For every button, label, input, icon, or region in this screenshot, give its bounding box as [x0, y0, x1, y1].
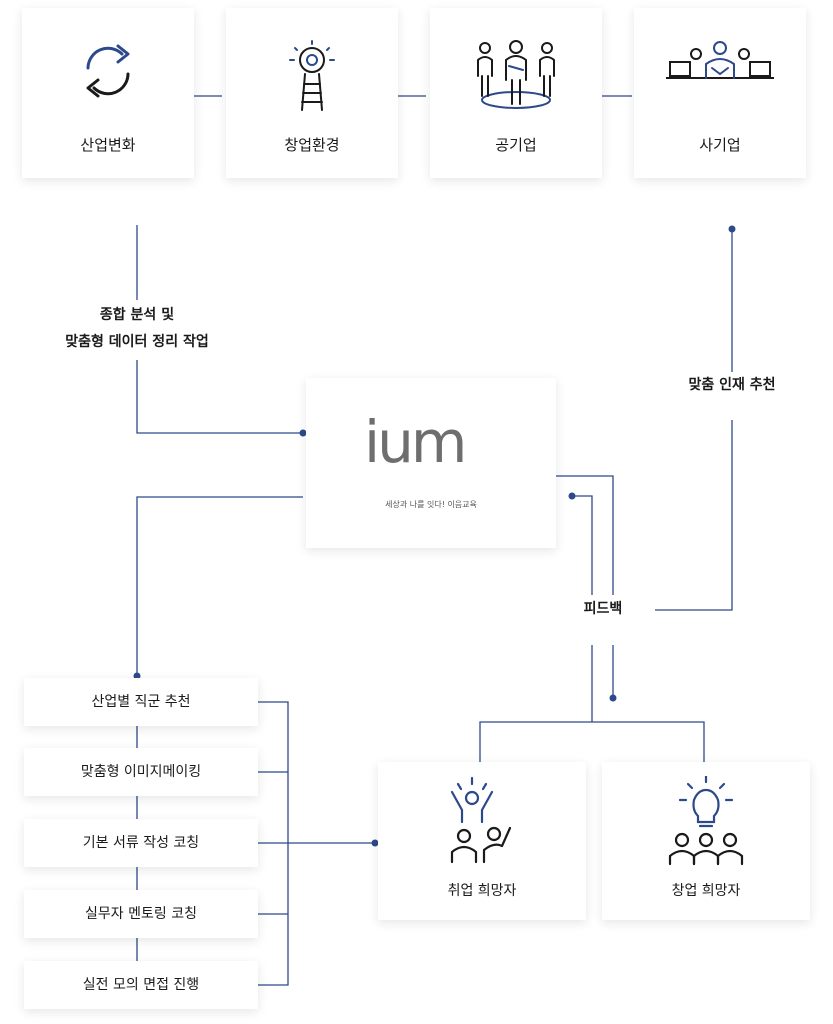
- analysis-label-line1: 종합 분석 및: [99, 307, 175, 323]
- talent-recommend-label: 맞춤 인재 추천: [672, 372, 792, 399]
- top-box-label: 공기업: [495, 136, 537, 154]
- service-item: 기본 서류 작성 코칭: [24, 819, 258, 867]
- team-people-icon: [473, 40, 559, 114]
- startup-seeker-box: 창업 희망자: [602, 762, 810, 920]
- top-box-label: 산업변화: [80, 136, 136, 154]
- startup-idea-icon: [664, 774, 748, 870]
- meeting-desk-icon: [665, 40, 775, 96]
- lightbulb-ladder-icon: [287, 40, 337, 116]
- service-item: 맞춤형 이미지메이킹: [24, 748, 258, 796]
- job-seeker-icon: [442, 776, 522, 870]
- seeker-label: 취업 희망자: [447, 883, 517, 899]
- top-box-industry-change: 산업변화: [22, 8, 194, 178]
- seeker-label: 창업 희망자: [671, 883, 741, 899]
- top-box-label: 사기업: [699, 136, 741, 154]
- feedback-label: 피드백: [574, 596, 632, 623]
- service-item: 산업별 직군 추천: [24, 678, 258, 726]
- top-box-label: 창업환경: [284, 136, 340, 154]
- ium-logo: ium: [364, 408, 467, 476]
- analysis-label: 종합 분석 및 맞춤형 데이터 정리 작업: [44, 302, 230, 356]
- ium-logo-card: ium 세상과 나를 잇다! 이음교육: [306, 378, 556, 548]
- job-seeker-box: 취업 희망자: [378, 762, 586, 920]
- cycle-arrows-icon: [78, 40, 138, 106]
- top-box-startup-environment: 창업환경: [226, 8, 398, 178]
- analysis-label-line2: 맞춤형 데이터 정리 작업: [65, 334, 209, 350]
- top-box-private-company: 사기업: [634, 8, 806, 178]
- service-item: 실무자 멘토링 코칭: [24, 890, 258, 938]
- top-box-public-company: 공기업: [430, 8, 602, 178]
- logo-tagline: 세상과 나를 잇다! 이음교육: [385, 500, 477, 509]
- service-item: 실전 모의 면접 진행: [24, 961, 258, 1009]
